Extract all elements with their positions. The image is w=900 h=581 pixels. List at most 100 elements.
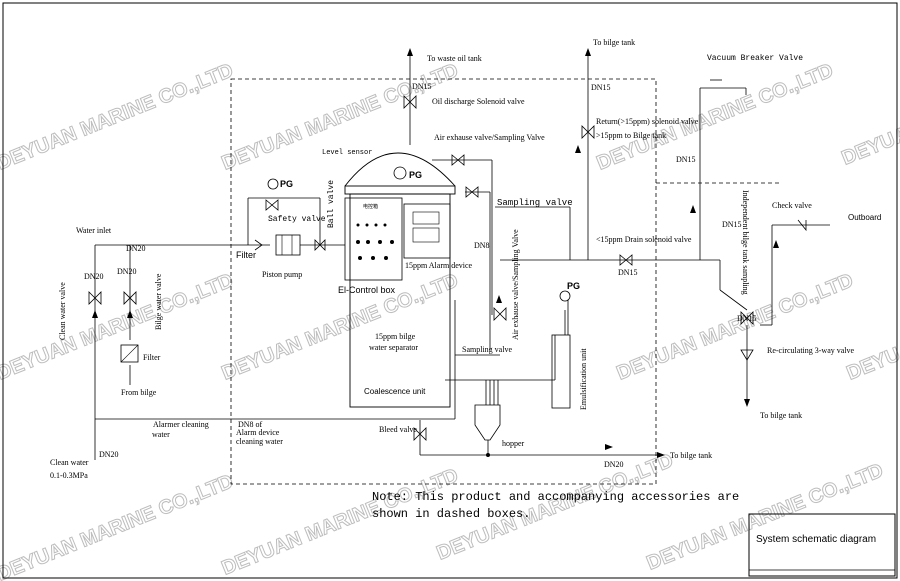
clean-water-valve-label: Clean water valve [58,282,67,340]
level-sensor-label: Level sensor [322,149,372,157]
piston-pump-label: Piston pump [262,270,302,279]
to-bilge-tank-bottom-label: To bilge tank [670,451,712,460]
dn15-drain-label: DN15 [618,268,638,277]
valves [88,79,807,441]
to-waste-oil-tank-label: To waste oil tank [427,54,482,63]
vertical-line-label: Independent bilge tank sampling [741,190,750,295]
dn20-bottom-label: DN20 [604,460,624,469]
separator-tank [344,152,456,408]
control-panel-title: 电控箱 [363,203,378,210]
filter-bilge-label: Filter [143,353,161,362]
emulsification-unit [551,334,571,409]
return-valve-symbol [581,125,595,139]
outboard-label: Outboard [848,213,881,222]
ball-valve-symbol [314,239,326,251]
drain-solenoid-label: <15ppm Drain solenoid valve [596,235,692,244]
sampling-valve-label: Sampling valve [497,198,573,208]
pressure-gauge-left [267,178,279,190]
to-bilge-tank-right-label: To bilge tank [760,411,802,420]
el-control-box: 电控箱 [344,197,403,281]
dn8-small-label: DN8 [474,241,490,250]
dn20-left-b-label: DN20 [117,267,137,276]
hopper-junction [486,453,490,457]
safety-valve-label: Safety valve [268,215,326,224]
clean-water-label-1: Clean water [50,458,89,467]
dn15-oil-label: DN15 [412,82,432,91]
pipes [94,55,830,460]
water-inlet-label: Water inlet [76,226,112,235]
watermark: DEYUAN MARINE CO.,LTD [219,464,462,579]
return-solenoid-label: Return(>15ppm) solenoid valve [596,117,699,126]
to-bilge-tank-top-label: To bilge tank [593,38,635,47]
drain-valve-symbol [619,254,633,266]
recirc-funnel [740,349,754,361]
el-control-box-label: El-Control box [338,285,396,295]
air-exhause-vertical-label: Air exhause valve/Sampling Valve [511,229,520,340]
title-block-frame [748,513,896,577]
watermark: DEYUAN MARINE CO.,LTD [0,59,236,174]
watermark: DEYUAN MARINE CO.,LTD [0,470,236,581]
pg-top-label: PG [409,170,422,180]
check-valve-symbol [797,219,807,232]
watermark: DEYUAN MARINE CO.,LTD [614,269,857,384]
watermark: DEYUAN MARINE CO.,LTD [839,54,900,169]
recirc-valve-symbol [740,311,754,325]
emulsification-unit-label: Emulsification unit [579,348,588,410]
bleed-valve-label: Bleed valve [379,425,417,434]
diagram-title: System schematic diagram [756,534,876,545]
product-boundary [230,78,657,485]
alarm-cleaning-label-1: Alarm device [236,428,280,437]
title-block: System schematic diagram [748,513,896,577]
air-exhaust-valve-vertical-symbol [493,307,507,321]
note-line-1: Note: This product and accompanying acce… [372,490,739,504]
bilge-water-valve-symbol [123,291,137,305]
alarm-cleaning-label-2: cleaning water [236,437,283,446]
ball-valve-label: Ball valve [327,180,336,228]
from-bilge-label: From bilge [121,388,157,397]
labels: To waste oil tank To bilge tank Vacuum B… [50,38,881,480]
watermark: DEYUAN MARINE CO.,LTD [644,459,887,574]
separator-label-1: 15ppm bilge [375,332,416,341]
air-exhaust-valve-symbol [451,154,465,166]
clean-water-label-2: 0.1-0.3MPa [50,471,88,480]
oil-discharge-solenoid-label: Oil discharge Solenoid valve [432,97,525,106]
to-bilge-15-label: >15ppm to Bilge tank [596,131,666,140]
air-exhause-sampling-label: Air exhause valve/Sampling Valve [434,133,545,142]
clean-water-valve-symbol [88,291,102,305]
dn20-inlet-label: DN20 [126,244,146,253]
vacuum-breaker-label: Vacuum Breaker Valve [707,54,803,63]
oil-discharge-valve-symbol [403,95,417,109]
alarmer-cleaning-label-1: Alarmer cleaning [153,420,209,429]
note: Note: This product and accompanying acce… [372,490,739,521]
filter-main-label: Filter [236,250,256,260]
dn15-return-label: DN15 [591,83,611,92]
pressure-gauge-right [559,290,571,302]
check-valve-label: Check valve [772,201,812,210]
bilge-water-valve-label: Bilge water valve [154,273,163,330]
dn15-right-top-label: DN15 [676,155,696,164]
bleed-valve-symbol [413,427,427,441]
sampling-valve-small-label: Sampling valve [462,345,512,354]
note-line-2: shown in dashed boxes. [372,507,530,521]
separator-label-2: water separator [369,343,418,352]
piston-pump [275,234,301,256]
dn20-left-a-label: DN20 [84,272,104,281]
filter-bilge [120,344,139,363]
pg-left-label: PG [280,179,293,189]
alarmer-cleaning-label-2: water [152,430,170,439]
watermark: DEYUAN MARINE CO.,LTD [0,269,236,384]
pg-right-label: PG [567,281,580,291]
recirc-valve-label: Re-circulating 3-way valve [767,346,855,355]
watermark: DEYUAN MARINE CO.,LTD [219,59,462,174]
coalescence-unit-label: Coalescence unit [364,387,426,396]
hopper-label: hopper [502,439,525,448]
alarm-device [403,203,451,259]
pressure-gauge-top [393,166,407,180]
sampling-valve-symbol [465,186,479,198]
filter-main-symbol [254,239,263,251]
dn15-mid-label: DN15 [722,220,742,229]
dn20-bottom-left-label: DN20 [99,450,119,459]
flow-arrows [92,48,779,458]
